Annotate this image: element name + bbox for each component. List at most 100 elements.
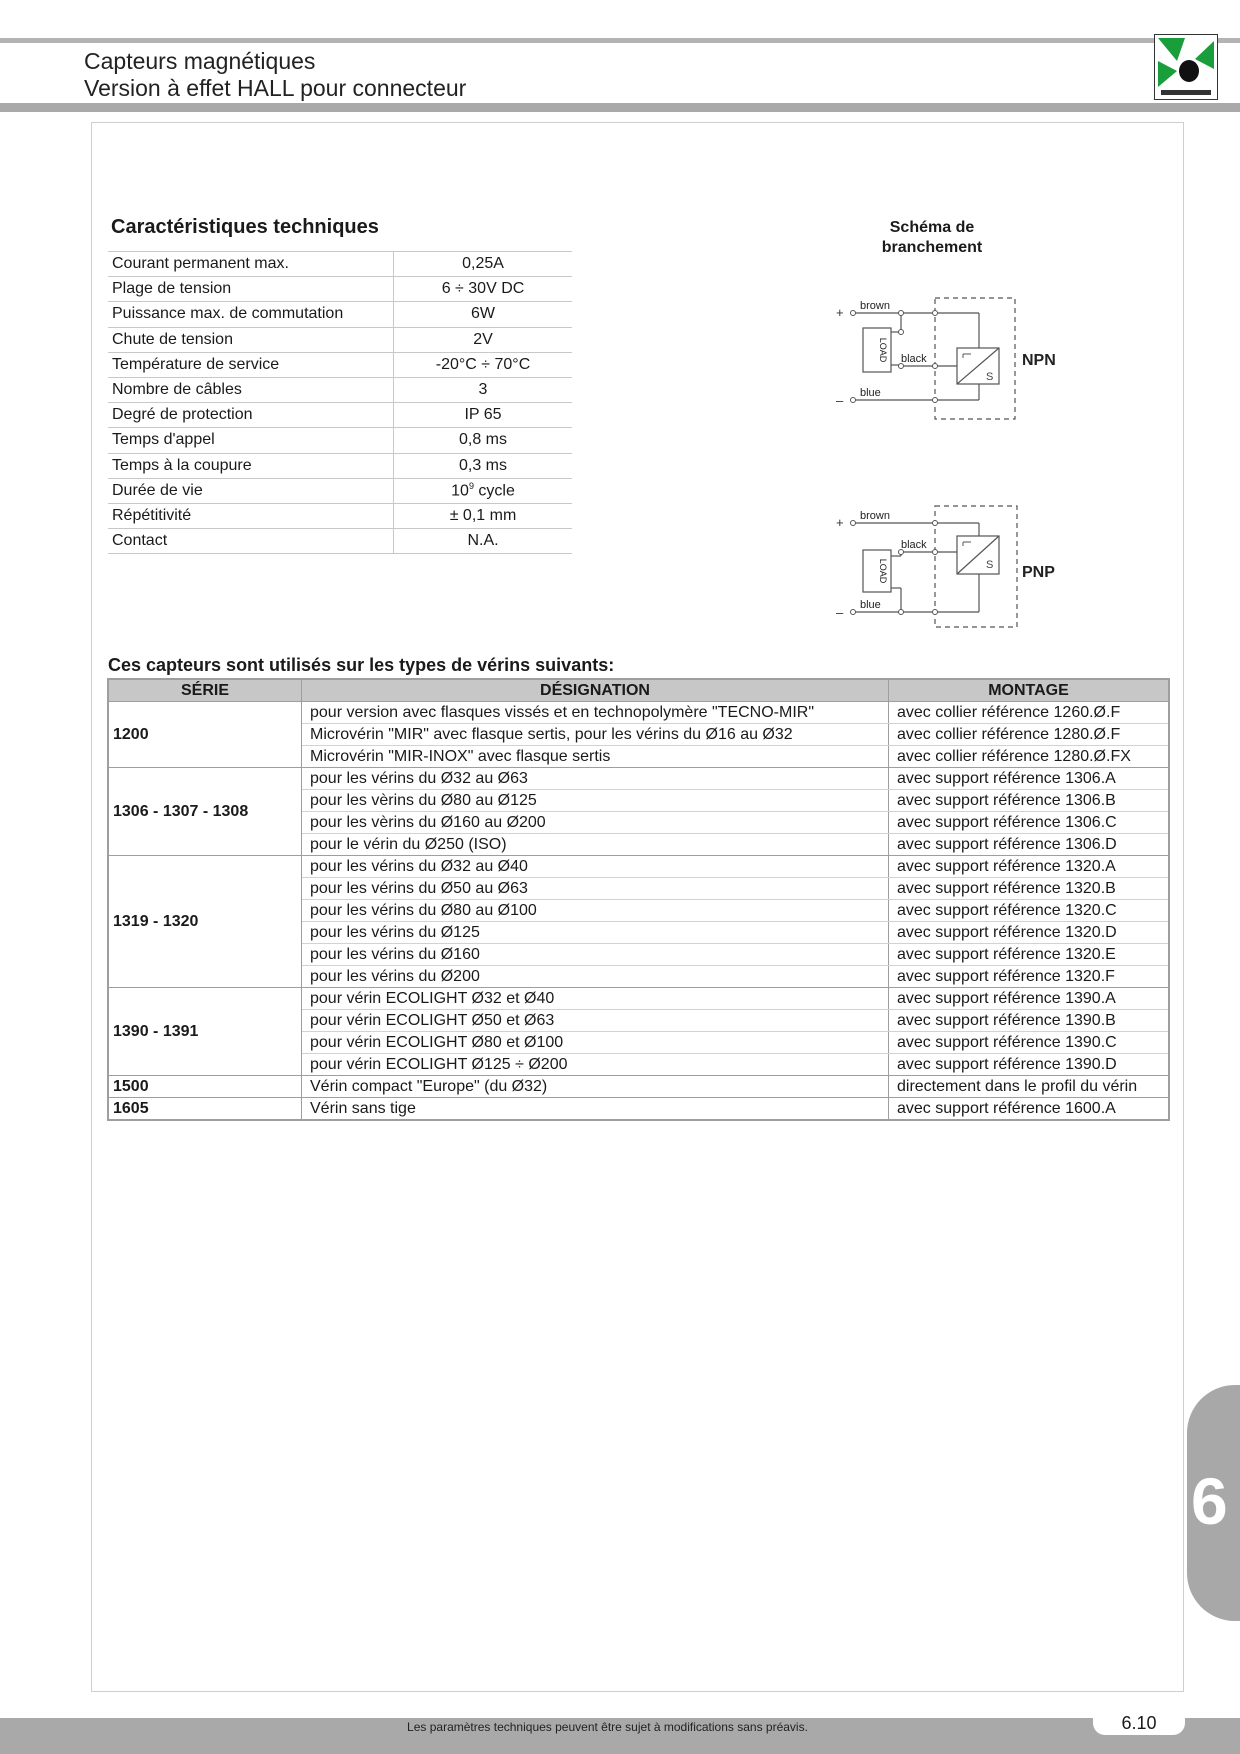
designation-cell: pour les vérins du Ø125 (301, 921, 889, 944)
pnp-load-label: LOAD (878, 559, 888, 584)
designation-cell: Vérin sans tige (301, 1097, 889, 1121)
pnp-blue-label: blue (860, 599, 881, 611)
series-row: pour le vérin du Ø250 (ISO)avec support … (108, 833, 1169, 856)
usage-title: Ces capteurs sont utilisés sur les types… (108, 655, 615, 675)
pnp-black-label: black (901, 539, 927, 551)
header-designation: DÉSIGNATION (301, 678, 889, 702)
montage-cell: avec support référence 1320.F (888, 965, 1169, 988)
montage-cell: avec support référence 1306.C (888, 811, 1169, 834)
spec-label: Répétitivité (108, 503, 394, 530)
footer-note: Les paramètres techniques peuvent être s… (407, 1720, 808, 1734)
spec-label: Temps à la coupure (108, 453, 394, 479)
schema-title: Schéma de branchement (881, 219, 983, 256)
designation-cell: pour les vérins du Ø200 (301, 965, 889, 988)
designation-cell: pour vérin ECOLIGHT Ø80 et Ø100 (301, 1031, 889, 1054)
serie-cell: 1306 - 1307 - 1308 (108, 767, 302, 856)
serie-cell: 1200 (108, 701, 302, 768)
serie-cell: 1500 (108, 1075, 302, 1098)
montage-cell: avec support référence 1390.A (888, 987, 1169, 1010)
spec-value: 0,8 ms (393, 427, 572, 454)
svg-text:S: S (986, 559, 993, 571)
montage-cell: avec support référence 1320.C (888, 899, 1169, 922)
content-frame (91, 122, 1184, 1692)
serie-cell: 1319 - 1320 (108, 855, 302, 988)
npn-black-label: black (901, 353, 927, 365)
spec-label: Degré de protection (108, 402, 394, 429)
npn-label: NPN (1022, 352, 1056, 369)
serie-cell: 1605 (108, 1097, 302, 1121)
pnp-wiring-diagram: + – brown black blue LOAD PNP S (836, 505, 1055, 628)
montage-cell: avec collier référence 1280.Ø.F (888, 723, 1169, 746)
spec-label: Contact (108, 528, 394, 555)
montage-cell: avec collier référence 1260.Ø.F (888, 701, 1169, 724)
npn-load-label: LOAD (878, 338, 888, 363)
montage-cell: avec support référence 1390.C (888, 1031, 1169, 1054)
header-montage: MONTAGE (888, 678, 1170, 702)
title-line-1: Capteurs magnétiques (84, 48, 316, 74)
spec-value: 2V (393, 327, 572, 353)
pnp-label: PNP (1022, 564, 1055, 581)
series-header-row: SÉRIE DÉSIGNATION MONTAGE (107, 678, 1170, 702)
spec-value: 6 ÷ 30V DC (393, 276, 572, 303)
pnp-minus: – (836, 605, 844, 620)
svg-text:S: S (986, 371, 993, 383)
page-number: 6.10 (1093, 1711, 1185, 1735)
montage-cell: avec support référence 1320.B (888, 877, 1169, 900)
designation-cell: pour les vérins du Ø32 au Ø40 (301, 855, 889, 878)
spec-label: Nombre de câbles (108, 377, 394, 404)
spec-value: 109 cycle (393, 478, 572, 504)
spec-value: 3 (393, 377, 572, 404)
designation-cell: pour les vérins du Ø50 au Ø63 (301, 877, 889, 900)
spec-label: Temps d'appel (108, 427, 394, 454)
designation-cell: pour les vérins du Ø32 au Ø63 (301, 767, 889, 790)
npn-blue-label: blue (860, 387, 881, 399)
designation-cell: Microvérin "MIR" avec flasque sertis, po… (301, 723, 889, 746)
montage-cell: avec support référence 1306.A (888, 767, 1169, 790)
npn-minus: – (836, 393, 844, 408)
montage-cell: avec support référence 1306.D (888, 833, 1169, 856)
series-row: Microvérin "MIR-INOX" avec flasque serti… (108, 745, 1169, 768)
npn-brown-label: brown (860, 300, 890, 312)
spec-row: Courant permanent max.0,25A (108, 250, 572, 278)
montage-cell: avec collier référence 1280.Ø.FX (888, 745, 1169, 768)
spec-label: Température de service (108, 352, 394, 378)
spec-label: Chute de tension (108, 327, 394, 353)
designation-cell: Microvérin "MIR-INOX" avec flasque serti… (301, 745, 889, 768)
designation-cell: pour vérin ECOLIGHT Ø125 ÷ Ø200 (301, 1053, 889, 1076)
spec-value: -20°C ÷ 70°C (393, 352, 572, 378)
header-bar (0, 103, 1240, 112)
spec-value: 0,25A (393, 250, 572, 278)
header-serie: SÉRIE (107, 678, 302, 702)
title-line-2: Version à effet HALL pour connecteur (84, 75, 467, 101)
specs-title: Caractéristiques techniques (111, 216, 379, 238)
montage-cell: directement dans le profil du vérin (888, 1075, 1169, 1098)
spec-row: Température de service-20°C ÷ 70°C (108, 352, 572, 378)
brand-logo (1154, 34, 1218, 100)
spec-label: Durée de vie (108, 478, 394, 504)
footer-bar (0, 1718, 1240, 1754)
montage-cell: avec support référence 1390.B (888, 1009, 1169, 1032)
